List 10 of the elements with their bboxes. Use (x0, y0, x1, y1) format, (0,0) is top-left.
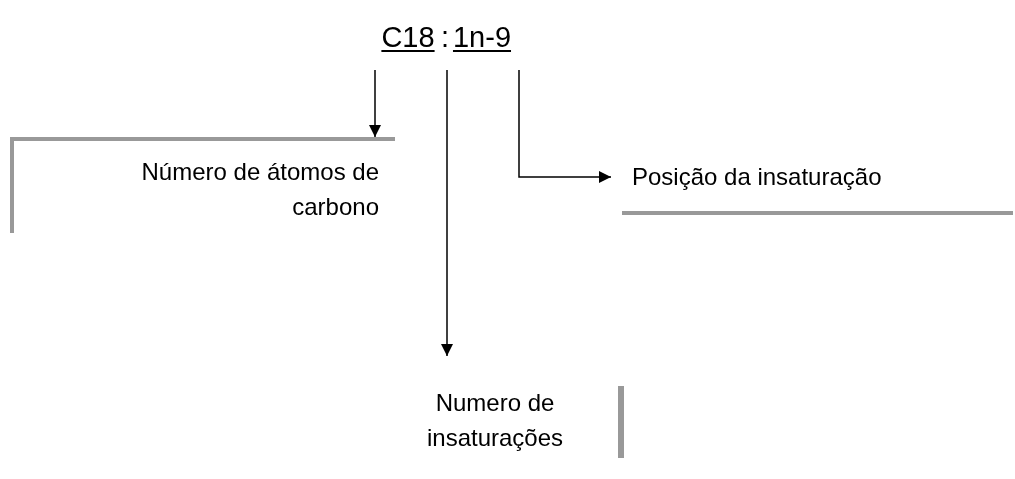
arrow (518, 69, 612, 183)
description-text: Número de átomos de carbono (140, 157, 379, 222)
separator-text: : (441, 20, 450, 55)
notation-text: C18 (380, 20, 436, 55)
label-box (10, 137, 395, 233)
arrow (369, 69, 381, 138)
description-text: Posição da insaturação (632, 162, 883, 192)
description-text: Numero de insaturações (425, 388, 565, 453)
notation-text: 1n-9 (451, 20, 512, 55)
arrow (441, 69, 453, 357)
